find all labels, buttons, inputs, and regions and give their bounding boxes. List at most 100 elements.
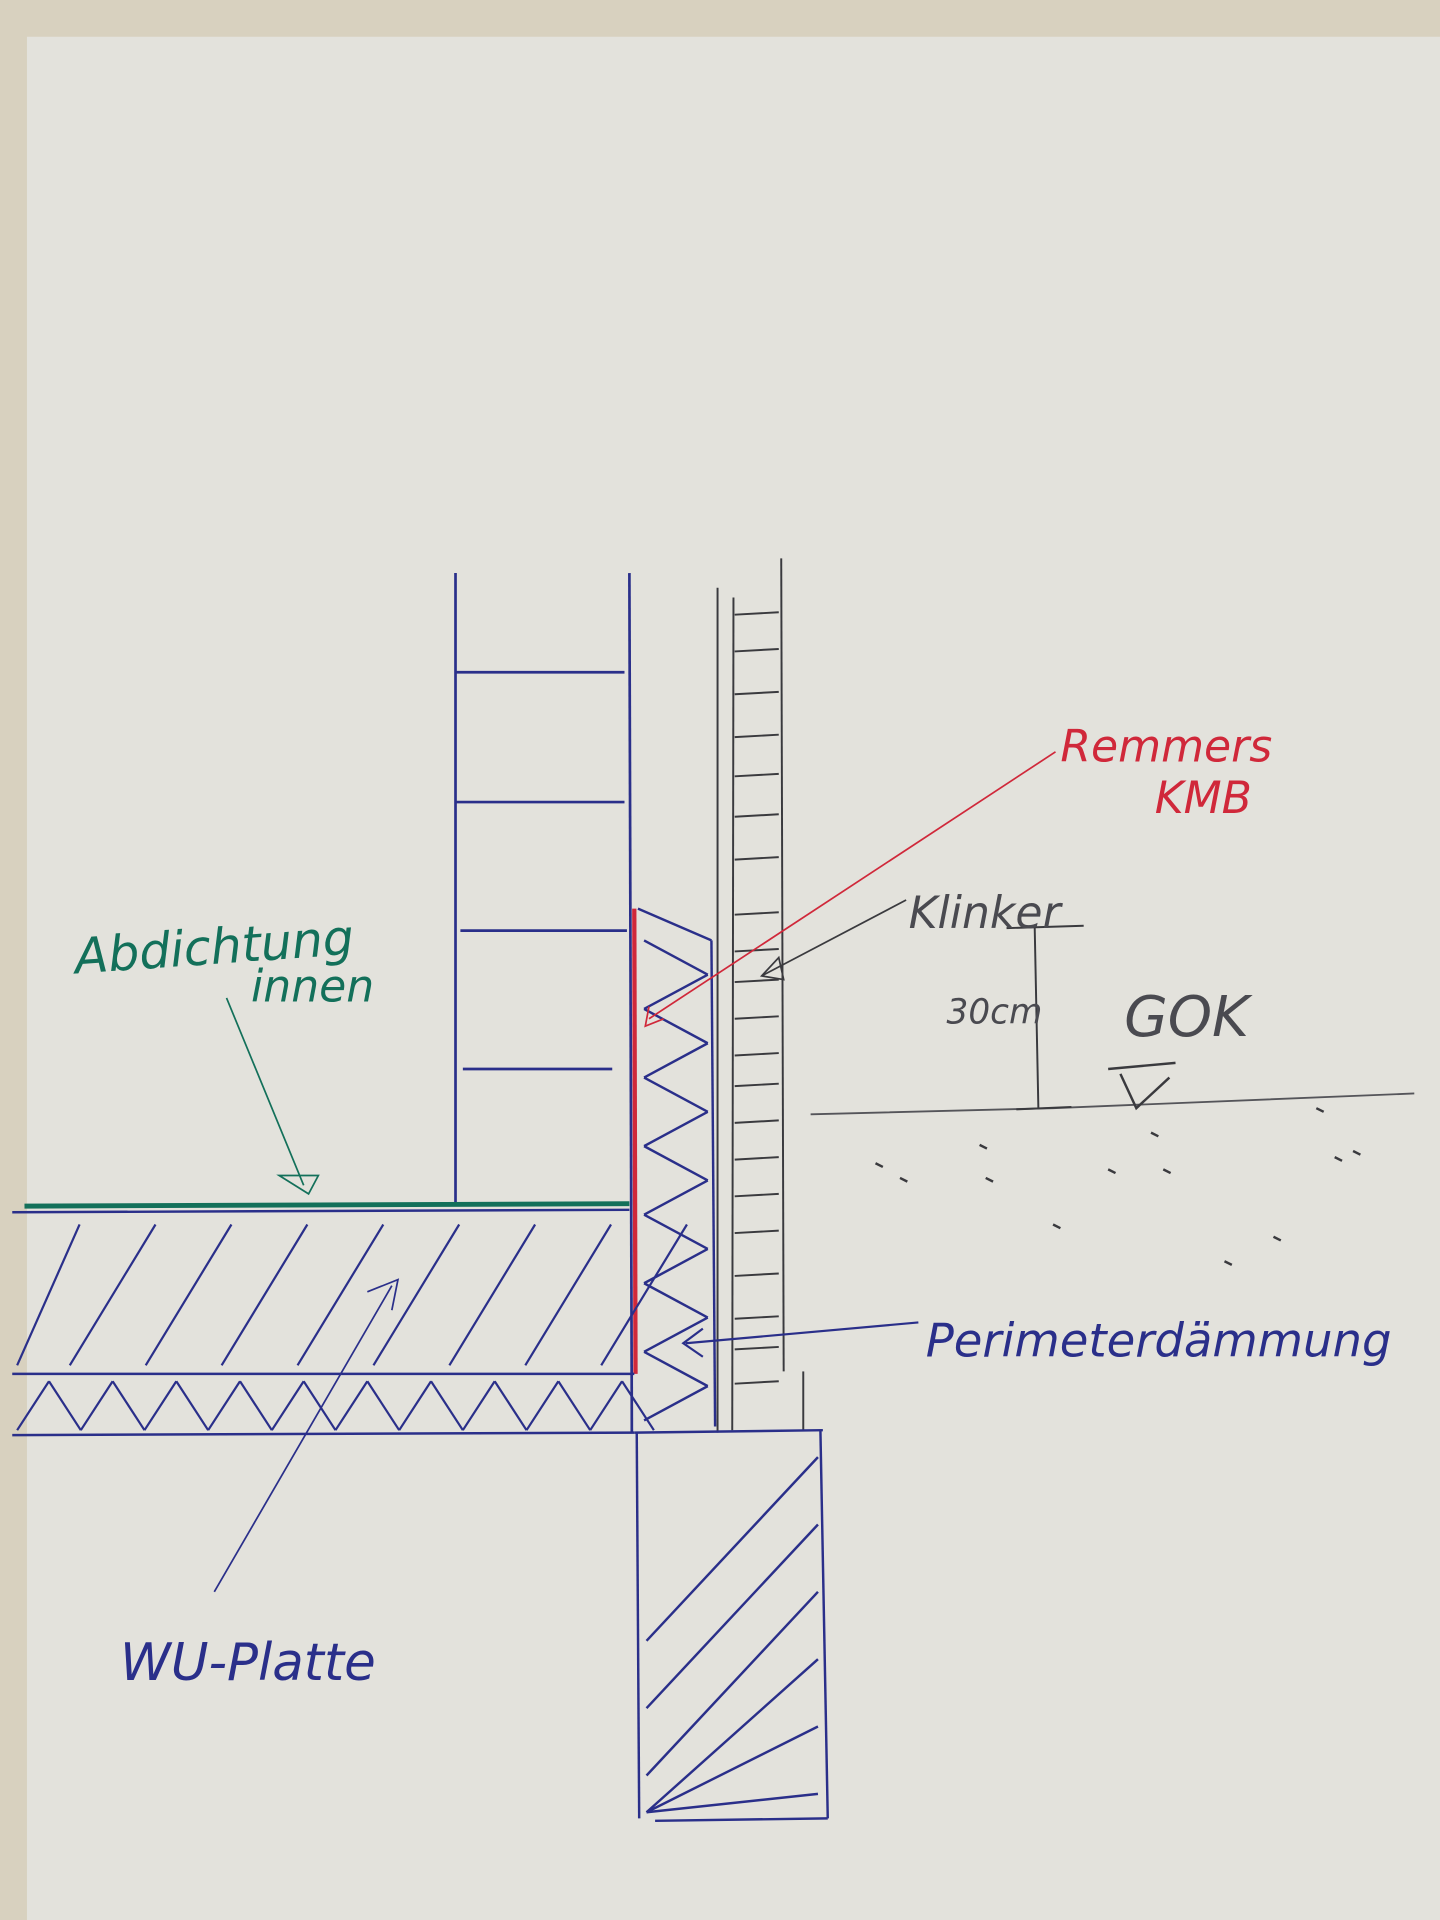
remmers-kmb-membrane bbox=[632, 908, 638, 1374]
hatch-line bbox=[296, 1223, 385, 1366]
insulation-zigzag bbox=[175, 1380, 210, 1431]
insulation-zigzag bbox=[643, 1145, 709, 1182]
slab-hatching bbox=[16, 1223, 688, 1366]
clinker-joint bbox=[734, 1315, 779, 1320]
arrow-wu-platte bbox=[367, 1278, 400, 1311]
clinker-joint bbox=[734, 772, 779, 778]
dimension-30cm bbox=[1006, 924, 1084, 1111]
clinker-joint bbox=[734, 911, 779, 916]
leader-abdichtung bbox=[225, 997, 305, 1186]
hatch-line bbox=[524, 1223, 612, 1366]
under-slab-insulation bbox=[16, 1380, 655, 1431]
hatch-line bbox=[16, 1224, 81, 1366]
clinker-joint bbox=[734, 1015, 779, 1020]
label-klinker: Klinker bbox=[909, 888, 1064, 939]
insulation-zigzag bbox=[366, 1380, 401, 1431]
clinker-joint bbox=[734, 1082, 779, 1088]
insulation-zigzag bbox=[643, 973, 709, 1011]
leader-wu-platte bbox=[213, 1285, 393, 1593]
insulation-zigzag bbox=[557, 1380, 592, 1431]
wu-slab bbox=[12, 1208, 635, 1437]
clinker-joint bbox=[734, 1156, 779, 1161]
insulation-zigzag bbox=[643, 1042, 709, 1079]
hatch-line bbox=[600, 1223, 688, 1366]
gok-level-symbol bbox=[1108, 1061, 1176, 1111]
insulation-zigzag bbox=[111, 1380, 146, 1431]
clinker-joint bbox=[734, 813, 779, 818]
clinker-joint bbox=[734, 1192, 779, 1198]
soil-mark bbox=[1315, 1107, 1325, 1113]
insulation-zigzag bbox=[643, 1179, 709, 1216]
label-wu-platte: WU-Platte bbox=[120, 1633, 376, 1693]
hatch-line bbox=[68, 1223, 157, 1366]
arrow-abdichtung bbox=[276, 1174, 320, 1196]
clinker-joint bbox=[734, 1380, 779, 1385]
clinker-joint bbox=[734, 856, 779, 861]
clinker-joint bbox=[734, 1119, 779, 1124]
soil-mark bbox=[1334, 1156, 1343, 1162]
label-perimeterdaemmung: Perimeterdämmung bbox=[926, 1314, 1392, 1368]
leader-perimeter bbox=[685, 1321, 919, 1345]
insulation-zigzag bbox=[643, 1350, 709, 1388]
soil-mark bbox=[1150, 1131, 1159, 1138]
insulation-zigzag bbox=[302, 1380, 337, 1431]
insulation-zigzag bbox=[48, 1380, 82, 1431]
soil-mark bbox=[979, 1143, 988, 1150]
label-remmers: Remmers bbox=[1060, 722, 1272, 773]
insulation-zigzag bbox=[143, 1380, 178, 1431]
label-30cm: 30cm bbox=[947, 993, 1043, 1033]
insulation-zigzag bbox=[643, 939, 709, 976]
soil-mark bbox=[1162, 1168, 1172, 1175]
hatch-line bbox=[645, 1725, 819, 1814]
insulation-zigzag bbox=[207, 1380, 241, 1431]
arrow-klinker bbox=[759, 955, 785, 981]
clinker-joint bbox=[734, 1345, 779, 1351]
clinker-joint bbox=[734, 948, 779, 953]
insulation-zigzag bbox=[398, 1380, 432, 1431]
insulation-zigzag bbox=[621, 1380, 655, 1431]
insulation-zigzag bbox=[525, 1380, 560, 1431]
hatch-line bbox=[645, 1523, 819, 1709]
hatch-line bbox=[448, 1223, 537, 1366]
leader-klinker bbox=[761, 899, 907, 977]
clinker-joint bbox=[734, 1229, 779, 1235]
insulation-zigzag bbox=[79, 1380, 114, 1431]
soil-mark bbox=[874, 1162, 884, 1169]
clinker-joint bbox=[734, 978, 779, 984]
insulation-zigzag bbox=[270, 1380, 305, 1431]
insulation-zigzag bbox=[643, 1076, 709, 1113]
soil-mark bbox=[985, 1176, 994, 1183]
clinker-joint bbox=[734, 611, 779, 616]
soil-mark bbox=[1272, 1235, 1282, 1242]
insulation-zigzag bbox=[334, 1380, 369, 1431]
insulation-zigzag bbox=[643, 1316, 709, 1353]
soil-mark bbox=[1223, 1260, 1233, 1266]
leader-lines bbox=[213, 751, 1056, 1593]
soil-dots bbox=[874, 1107, 1361, 1266]
hatch-line bbox=[645, 1456, 819, 1642]
hatch-line bbox=[372, 1223, 461, 1366]
insulation-zigzag bbox=[493, 1380, 528, 1431]
arrow-perimeter bbox=[681, 1327, 704, 1358]
clinker-wall bbox=[716, 558, 805, 1433]
insulation-zigzag bbox=[643, 1110, 709, 1148]
hatch-line bbox=[645, 1658, 819, 1814]
insulation-zigzag bbox=[461, 1380, 496, 1431]
arrow-remmers bbox=[644, 1006, 664, 1028]
insulation-zigzag bbox=[643, 1282, 709, 1319]
hatch-line bbox=[646, 1792, 819, 1814]
insulation-zigzag bbox=[239, 1380, 273, 1431]
soil-mark bbox=[1107, 1168, 1117, 1175]
clinker-joint bbox=[734, 1272, 779, 1277]
soil-mark bbox=[899, 1176, 908, 1183]
insulation-zigzag bbox=[430, 1380, 464, 1431]
foundation bbox=[634, 1428, 829, 1823]
clinker-joint bbox=[734, 733, 779, 739]
insulation-zigzag bbox=[16, 1380, 50, 1431]
clinker-joint bbox=[734, 648, 779, 653]
insulation-zigzag bbox=[643, 1213, 709, 1251]
insulation-zigzag bbox=[643, 1385, 709, 1422]
soil-mark bbox=[1352, 1149, 1361, 1156]
hatch-line bbox=[144, 1223, 233, 1366]
